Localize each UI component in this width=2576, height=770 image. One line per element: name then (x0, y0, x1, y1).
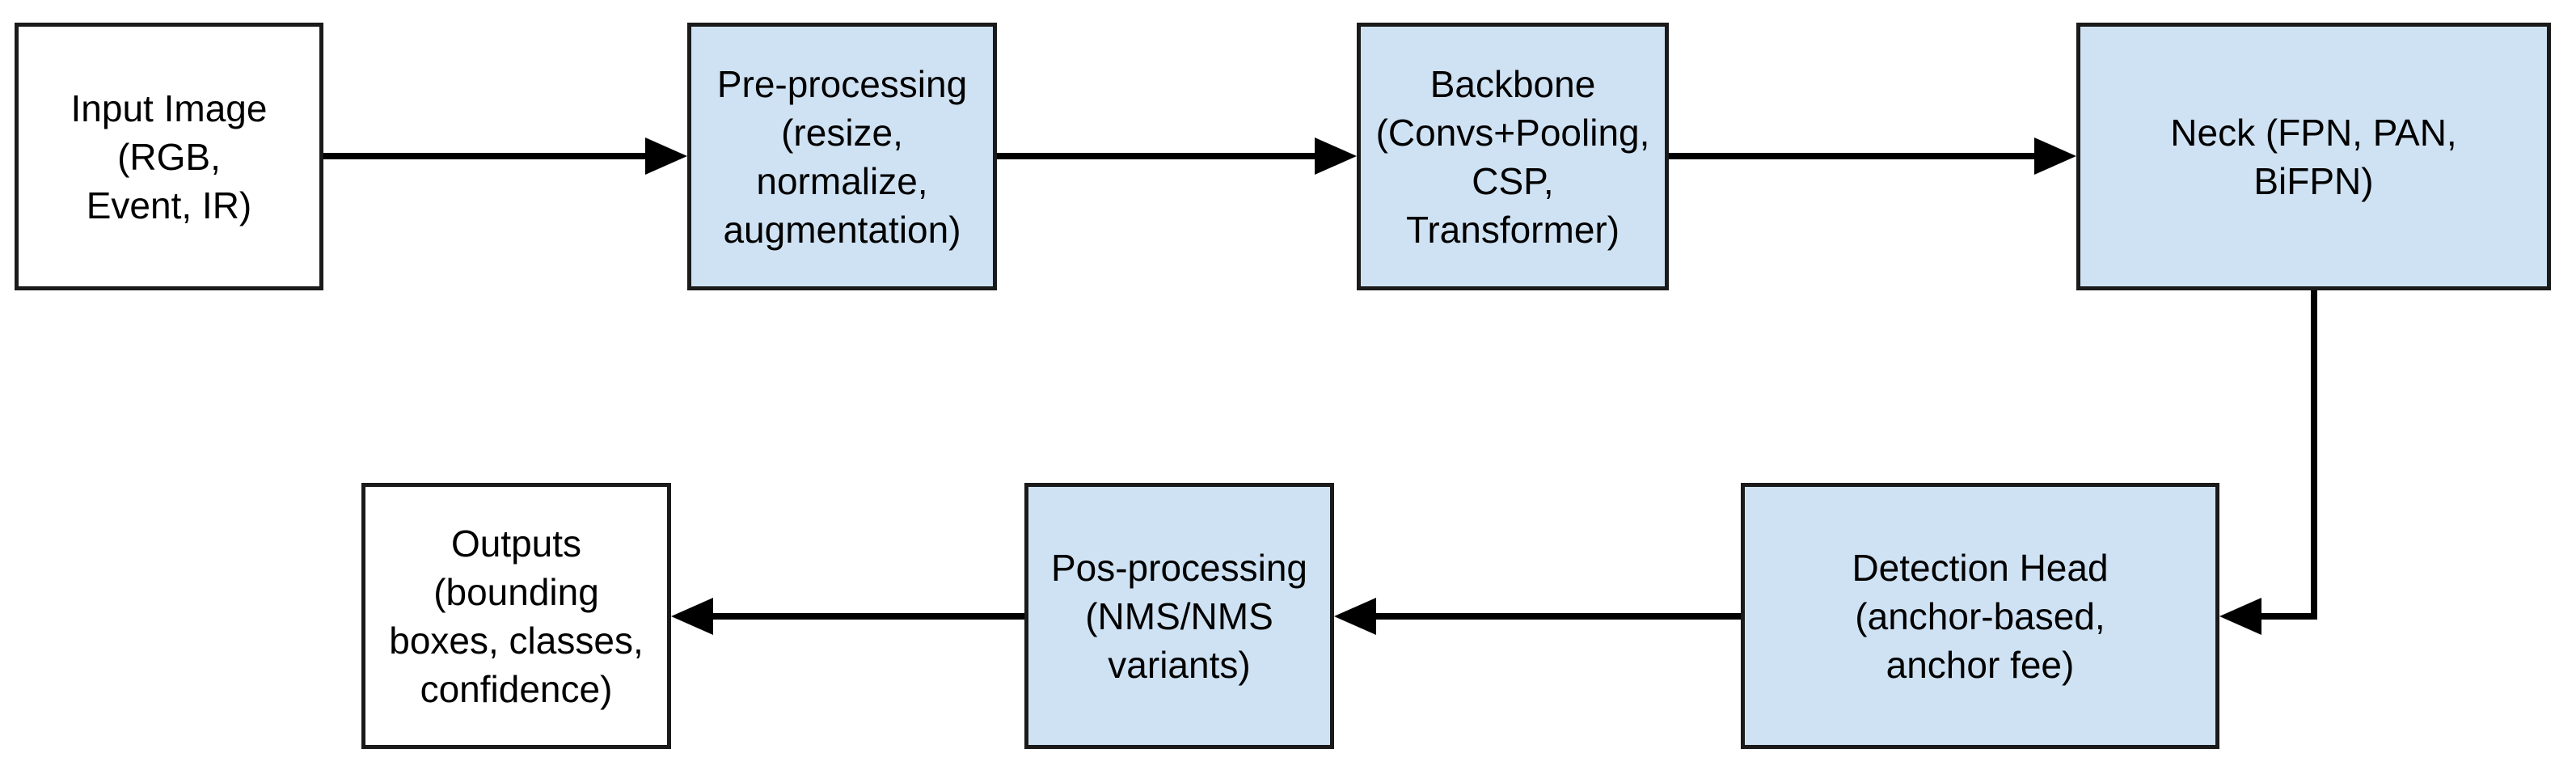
node-pre-processing: Pre-processing (resize, normalize, augme… (687, 23, 997, 290)
node-pre-processing-label: Pre-processing (resize, normalize, augme… (716, 62, 968, 251)
node-outputs: Outputs (bounding boxes, classes, confid… (361, 483, 671, 749)
node-pos-processing-label: Pos-processing (NMS/NMS variants) (1050, 546, 1308, 686)
arrow-neck-to-detection-head (2219, 290, 2317, 635)
node-detection-head: Detection Head (anchor-based, anchor fee… (1741, 483, 2219, 749)
node-neck-label: Neck (FPN, PAN, BiFPN) (2170, 111, 2457, 202)
node-pos-processing: Pos-processing (NMS/NMS variants) (1024, 483, 1334, 749)
node-input-image-label: Input Image (RGB, Event, IR) (70, 87, 268, 226)
arrow-detection-head-to-posprocessing (1334, 598, 1741, 635)
node-neck: Neck (FPN, PAN, BiFPN) (2076, 23, 2551, 290)
node-detection-head-label: Detection Head (anchor-based, anchor fee… (1852, 546, 2109, 686)
node-backbone: Backbone (Convs+Pooling, CSP, Transforme… (1357, 23, 1669, 290)
arrow-preprocessing-to-backbone (997, 138, 1357, 175)
arrow-input-to-preprocessing (323, 138, 687, 175)
arrow-backbone-to-neck (1668, 138, 2076, 175)
node-input-image: Input Image (RGB, Event, IR) (15, 23, 323, 290)
node-outputs-label: Outputs (bounding boxes, classes, confid… (389, 522, 644, 710)
arrow-posprocessing-to-outputs (671, 598, 1024, 635)
node-backbone-label: Backbone (Convs+Pooling, CSP, Transforme… (1375, 62, 1650, 251)
